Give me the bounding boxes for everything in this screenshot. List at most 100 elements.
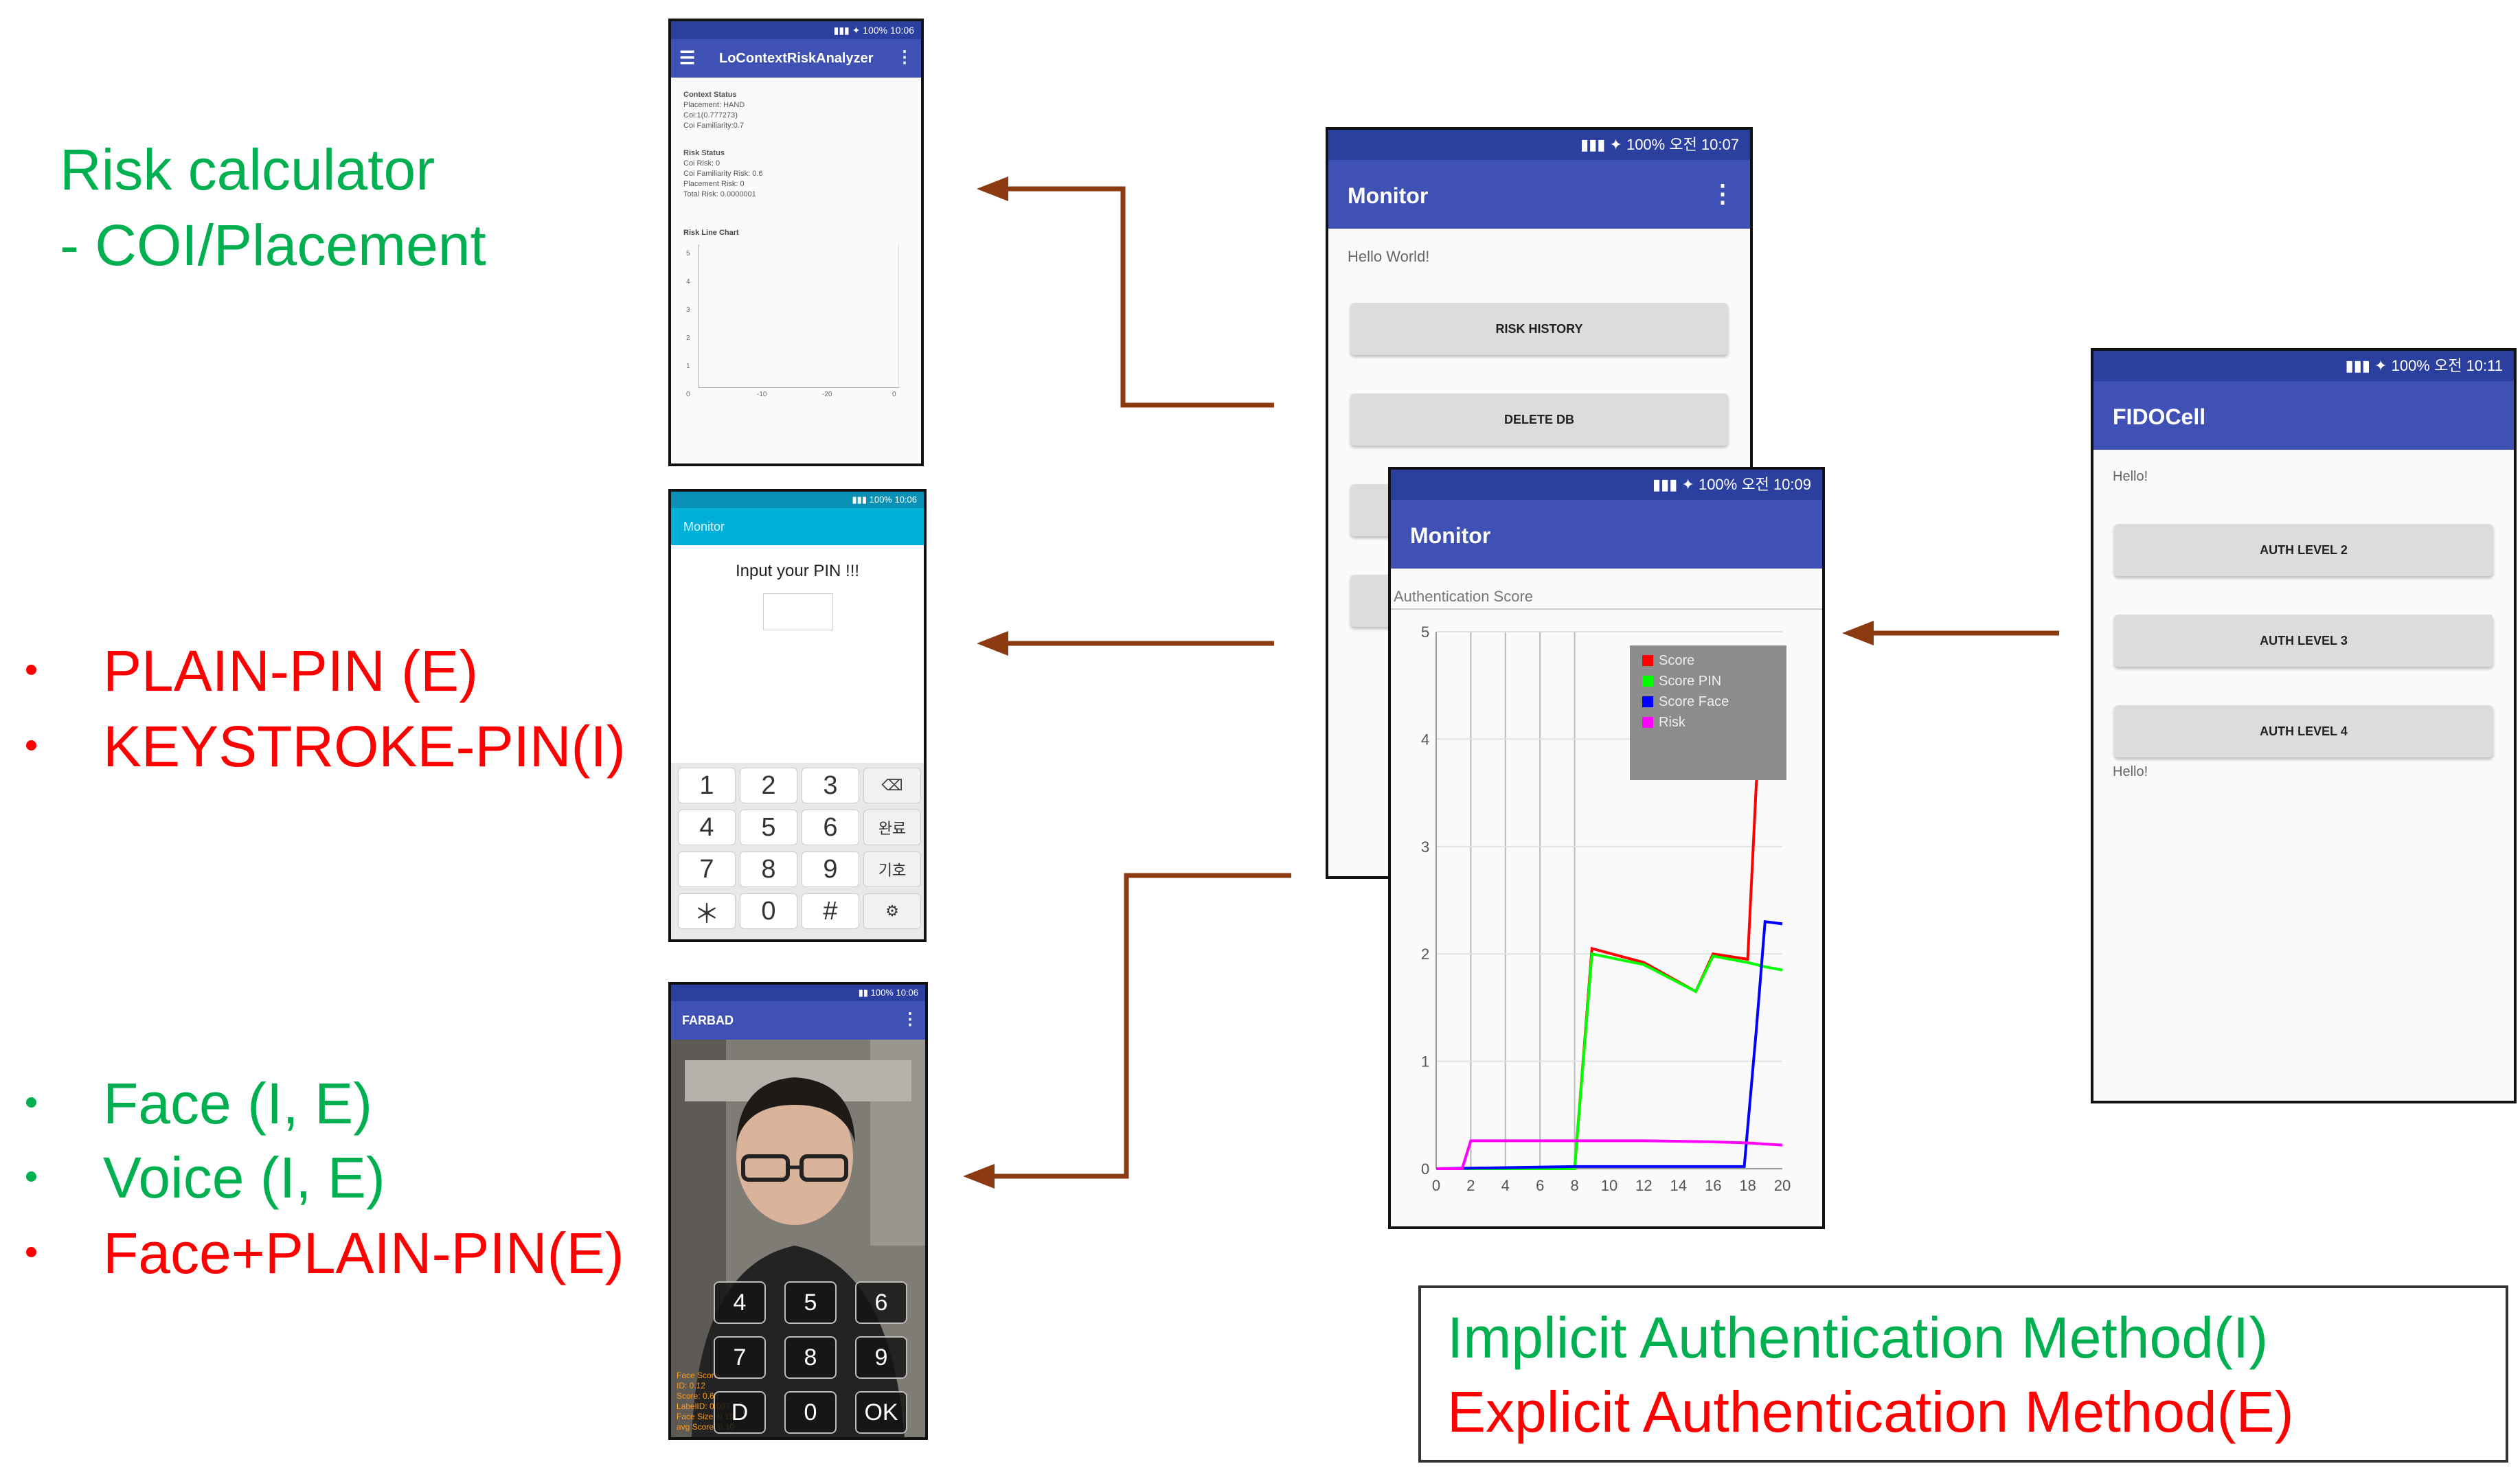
- fido-title: FIDOCell: [2113, 404, 2206, 429]
- arrow-to-face-screen: [989, 873, 1291, 1179]
- pin-key[interactable]: ⌫: [863, 768, 921, 803]
- face-pin-key[interactable]: 0: [784, 1391, 837, 1434]
- risk-x-tick: -10: [757, 391, 767, 398]
- face-pin-key[interactable]: 6: [855, 1281, 907, 1324]
- legend-label: Risk: [1659, 715, 1686, 730]
- pin-key[interactable]: 0: [740, 893, 797, 929]
- arrow-to-risk-screen: [1003, 186, 1274, 408]
- overflow-menu-icon[interactable]: ⋮: [896, 48, 913, 67]
- auth-level-2-button[interactable]: AUTH LEVEL 2: [2114, 524, 2493, 576]
- legend-label: Score PIN: [1659, 674, 1721, 689]
- face-pin-key[interactable]: 4: [714, 1281, 766, 1324]
- pin-key[interactable]: 완료: [863, 810, 921, 845]
- pin-input-screen: ▮▮▮ 100% 10:06 Monitor Input your PIN !!…: [668, 489, 927, 942]
- arrowhead-face: [963, 1164, 995, 1189]
- y-tick: 2: [686, 334, 690, 342]
- monitor-score-screen: ▮▮▮ ✦ 100% 오전 10:09 Monitor Authenticati…: [1388, 467, 1825, 1229]
- delete-db-button[interactable]: DELETE DB: [1350, 393, 1728, 446]
- auth-level-4-button[interactable]: AUTH LEVEL 4: [2114, 705, 2493, 757]
- pin-key[interactable]: 기호: [863, 851, 921, 887]
- pin-key[interactable]: 3: [802, 768, 859, 803]
- pin-status-bar: ▮▮▮ 100% 10:06: [671, 492, 924, 508]
- x-tick-label: 18: [1739, 1177, 1756, 1194]
- risk-calculator-screen: ▮▮▮ ✦ 100% 10:06 ☰ LoContextRiskAnalyzer…: [668, 19, 924, 466]
- face-plain-pin-label: Face+PLAIN-PIN(E): [103, 1221, 624, 1285]
- pin-key[interactable]: ＊: [678, 893, 736, 929]
- face-overflow-icon[interactable]: ⋮: [902, 1010, 918, 1029]
- overlay-line: Score: 0.62: [677, 1391, 719, 1401]
- face-pin-key[interactable]: 5: [784, 1281, 837, 1324]
- fido-status-bar: ▮▮▮ ✦ 100% 오전 10:11: [2093, 351, 2514, 381]
- explicit-method-label: Explicit Authentication Method(E): [1447, 1379, 2294, 1444]
- x-tick-label: 8: [1570, 1177, 1578, 1194]
- risk-app-title: LoContextRiskAnalyzer: [719, 51, 874, 66]
- pin-key[interactable]: 4: [678, 810, 736, 845]
- face-head: [736, 1088, 853, 1225]
- monitor-back-app-bar: Monitor ⋮: [1328, 160, 1750, 229]
- risk-line: Coi Familiarity Risk: 0.6: [683, 170, 763, 178]
- series-line-risk: [1436, 1139, 1783, 1170]
- coi-placement-label: - COI/Placement: [60, 213, 486, 277]
- menu-icon[interactable]: ☰: [679, 47, 696, 68]
- monitor-back-status-bar: ▮▮▮ ✦ 100% 오전 10:07: [1328, 130, 1750, 160]
- x-tick-label: 12: [1635, 1177, 1652, 1194]
- pin-key[interactable]: 6: [802, 810, 859, 845]
- pin-key[interactable]: 7: [678, 851, 736, 887]
- context-line: Context Status: [683, 91, 737, 99]
- auth-level-3-button[interactable]: AUTH LEVEL 3: [2114, 615, 2493, 667]
- face-pin-key[interactable]: 8: [784, 1336, 837, 1379]
- pin-key[interactable]: ⚙: [863, 893, 921, 929]
- risk-x-tick: -20: [822, 391, 832, 398]
- pin-app-title: Monitor: [683, 520, 725, 534]
- x-tick-label: 20: [1774, 1177, 1791, 1194]
- face-auth-screen: ▮▮ 100% 10:06 FARBAD ⋮ Face Score ID: 0.…: [668, 982, 928, 1440]
- pin-input-box[interactable]: [763, 593, 833, 630]
- y-tick-label: 1: [1421, 1053, 1429, 1070]
- risk-line: Risk Status: [683, 149, 725, 157]
- y-tick-label: 4: [1421, 731, 1429, 748]
- pin-key[interactable]: 2: [740, 768, 797, 803]
- series-line-score-face: [1435, 920, 1783, 1170]
- monitor-back-overflow-icon[interactable]: ⋮: [1710, 179, 1735, 207]
- risk-history-button[interactable]: RISK HISTORY: [1350, 303, 1728, 355]
- pin-key[interactable]: 8: [740, 851, 797, 887]
- pin-prompt: Input your PIN !!!: [735, 562, 860, 580]
- fidocell-screen: ▮▮▮ ✦ 100% 오전 10:11 FIDOCell Hello! AUTH…: [2091, 348, 2517, 1103]
- arrowhead-monitor: [1842, 621, 1874, 645]
- implicit-method-label: Implicit Authentication Method(I): [1447, 1305, 2269, 1370]
- subtitle-divider: [1391, 608, 1822, 610]
- pin-key[interactable]: 1: [678, 768, 736, 803]
- plain-pin-label: PLAIN-PIN (E): [103, 639, 479, 703]
- pin-app-bar: Monitor: [671, 508, 924, 545]
- pin-key[interactable]: 5: [740, 810, 797, 845]
- x-tick-label: 4: [1501, 1177, 1510, 1194]
- pin-key[interactable]: 9: [802, 851, 859, 887]
- bullet-face-pin: [26, 1247, 36, 1257]
- authentication-score-label: Authentication Score: [1394, 588, 1534, 605]
- face-pin-key[interactable]: 7: [714, 1336, 766, 1379]
- context-line: Placement: HAND: [683, 101, 745, 109]
- context-line: Coi:1(0.777273): [683, 111, 738, 119]
- fido-hello-top: Hello!: [2113, 469, 2148, 484]
- pin-key[interactable]: #: [802, 893, 859, 929]
- legend-label: Score Face: [1659, 694, 1729, 709]
- legend-swatch: [1642, 676, 1653, 687]
- face-pin-key[interactable]: 9: [855, 1336, 907, 1379]
- face-pin-key[interactable]: OK: [855, 1391, 907, 1434]
- x-tick-label: 6: [1536, 1177, 1544, 1194]
- authentication-method-legend: Implicit Authentication Method(I) Explic…: [1418, 1285, 2508, 1463]
- face-label: Face (I, E): [103, 1071, 373, 1136]
- face-pin-key[interactable]: D: [714, 1391, 766, 1434]
- face-status-bar: ▮▮ 100% 10:06: [671, 985, 925, 1001]
- monitor-back-title: Monitor: [1348, 183, 1429, 208]
- x-tick-label: 10: [1601, 1177, 1617, 1194]
- risk-line: Placement Risk: 0: [683, 180, 745, 188]
- context-status-block: Context Status Placement: HAND Coi:1(0.7…: [683, 90, 745, 131]
- hello-world-text: Hello World!: [1348, 248, 1430, 265]
- risk-status-bar: ▮▮▮ ✦ 100% 10:06: [671, 21, 921, 39]
- risk-status-block: Risk Status Coi Risk: 0 Coi Familiarity …: [683, 148, 763, 200]
- x-tick-label: 16: [1705, 1177, 1721, 1194]
- y-tick-label: 3: [1421, 838, 1429, 856]
